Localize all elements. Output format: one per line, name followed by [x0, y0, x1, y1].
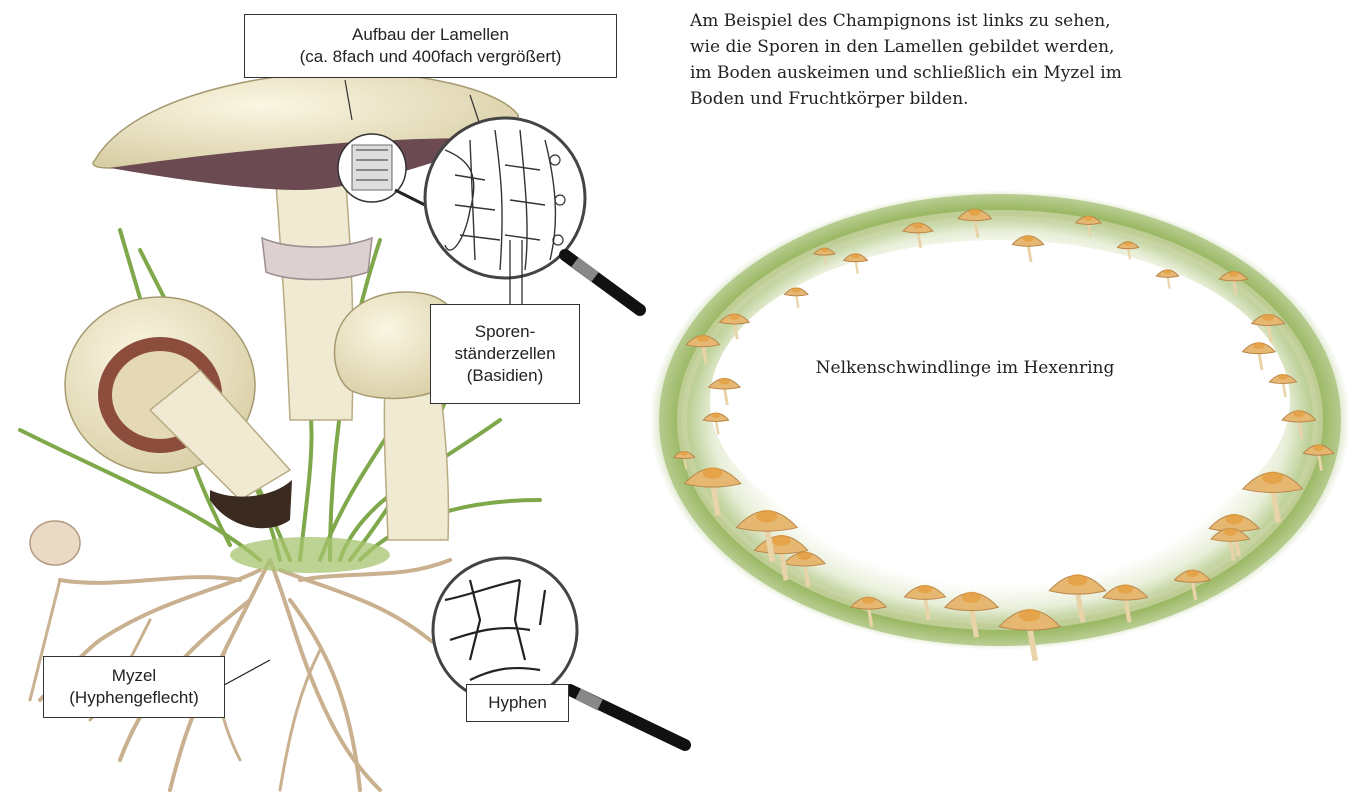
- sporen-label: Sporen- ständerzellen (Basidien): [430, 304, 580, 404]
- hyphen-label: Hyphen: [466, 684, 569, 722]
- moss: [230, 537, 390, 573]
- intro-line-1: Am Beispiel des Champignons ist links zu…: [690, 8, 1330, 34]
- lamellen-subtitle: (ca. 8fach und 400fach vergrößert): [245, 46, 616, 68]
- tall-stem: [275, 170, 353, 420]
- basidia-magnifier: [425, 118, 640, 310]
- intro-line-2: wie die Sporen in den Lamellen gebildet …: [690, 34, 1330, 60]
- lamellen-label: Aufbau der Lamellen (ca. 8fach und 400fa…: [244, 14, 617, 78]
- sporen-line3: (Basidien): [431, 365, 579, 387]
- myzel-line2: (Hyphengeflecht): [44, 687, 224, 709]
- hyphen-text: Hyphen: [467, 692, 568, 714]
- lamellen-title: Aufbau der Lamellen: [245, 24, 616, 46]
- ring-caption: Nelkenschwindlinge im Hexenring: [770, 358, 1160, 378]
- intro-paragraph: Am Beispiel des Champignons ist links zu…: [690, 8, 1330, 112]
- fairy-ring-illustration: [650, 190, 1349, 650]
- young-mushroom: [30, 521, 80, 565]
- intro-line-3: im Boden auskeimen und schließlich ein M…: [690, 60, 1330, 86]
- button-mushroom-stem: [384, 385, 448, 540]
- intro-line-4: Boden und Fruchtkörper bilden.: [690, 86, 1330, 112]
- sporen-line2: ständerzellen: [431, 343, 579, 365]
- myzel-label: Myzel (Hyphengeflecht): [43, 656, 225, 718]
- myzel-line1: Myzel: [44, 665, 224, 687]
- sporen-line1: Sporen-: [431, 321, 579, 343]
